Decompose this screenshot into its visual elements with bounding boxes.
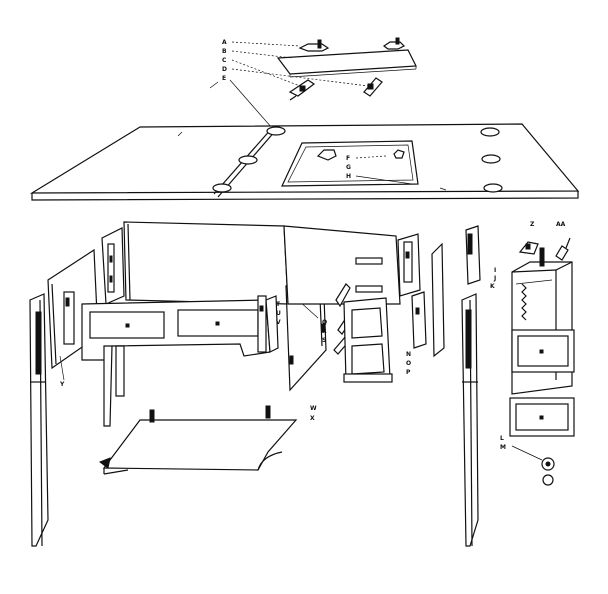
label-h: H xyxy=(346,173,351,180)
label-o: O xyxy=(406,360,411,367)
label-k: K xyxy=(490,283,495,290)
label-r: R xyxy=(322,328,327,335)
label-a: A xyxy=(222,39,227,46)
label-u: U xyxy=(276,310,281,317)
label-s: S xyxy=(322,337,326,344)
label-p: P xyxy=(406,369,411,376)
label-l: L xyxy=(500,435,504,442)
center-leg xyxy=(103,345,125,427)
right-leg xyxy=(461,225,481,547)
back-right-panel xyxy=(283,225,421,305)
label-i: I xyxy=(494,267,496,274)
label-t: T xyxy=(276,301,281,308)
hinge-hardware-left xyxy=(288,79,316,101)
bottom-shelf-board xyxy=(98,405,298,475)
label-w: W xyxy=(310,405,317,412)
left-leg xyxy=(29,293,49,547)
label-b: B xyxy=(222,48,227,55)
right-narrow-panel xyxy=(411,242,445,358)
front-apron xyxy=(81,295,279,361)
right-hardware-z xyxy=(518,241,539,255)
label-n: N xyxy=(406,351,411,358)
label-aa: AA xyxy=(556,221,566,228)
label-z: Z xyxy=(530,221,535,228)
right-drawer-cabinet xyxy=(509,247,575,437)
label-c: C xyxy=(222,57,227,64)
label-d: D xyxy=(222,66,227,73)
part-labels: A B C D E F G H I J K L M N O P Q R S T … xyxy=(59,39,566,451)
label-m: M xyxy=(500,444,506,451)
table-top xyxy=(29,123,580,201)
label-g: G xyxy=(346,164,351,171)
label-q: Q xyxy=(322,319,327,326)
right-hardware-aa xyxy=(555,237,571,261)
drawer-frame xyxy=(343,297,393,383)
top-bracket-plate xyxy=(276,37,417,78)
label-j: J xyxy=(493,275,496,282)
label-x: X xyxy=(310,415,315,422)
hinge-hardware-right xyxy=(363,77,383,97)
label-y: Y xyxy=(59,381,65,388)
label-v: V xyxy=(276,319,281,326)
label-f: F xyxy=(346,155,350,162)
drawer-knobs xyxy=(541,457,555,486)
back-panel xyxy=(101,221,289,305)
label-e: E xyxy=(222,75,226,82)
